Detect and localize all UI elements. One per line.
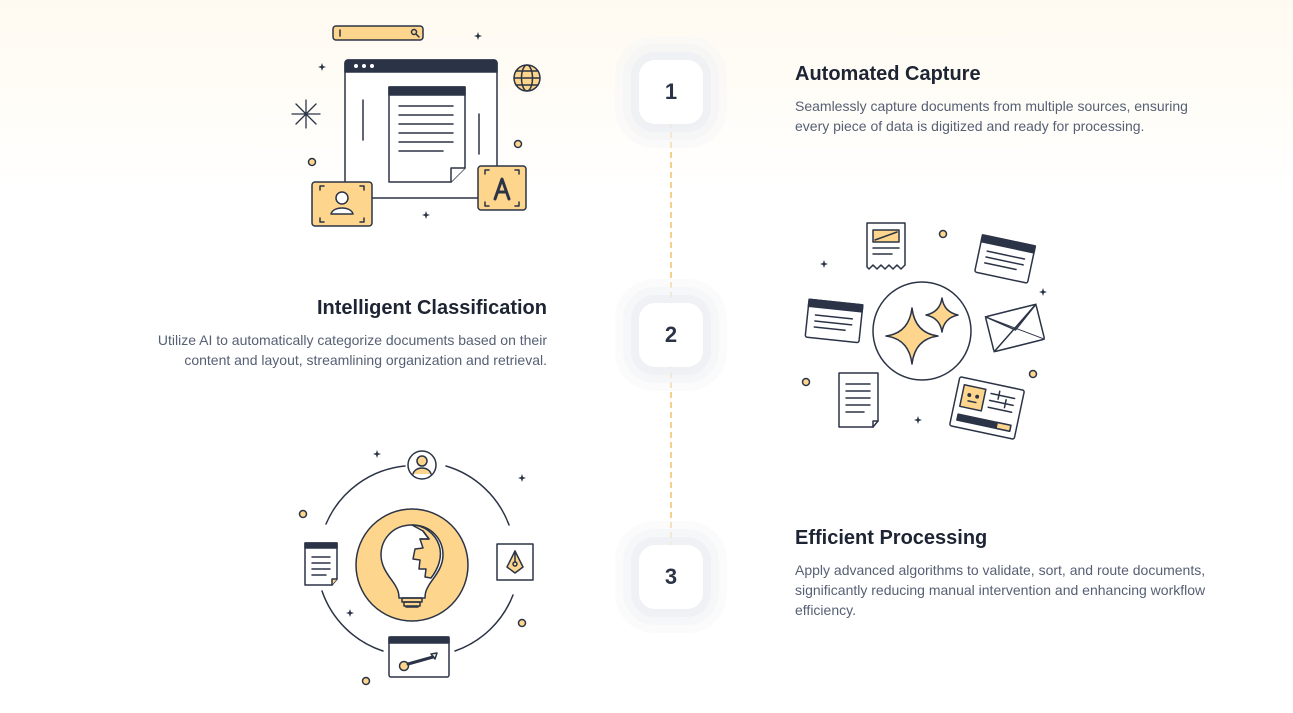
- step-2-title: Intelligent Classification: [316, 297, 547, 319]
- step-1-title: Automated Capture: [795, 63, 981, 85]
- step-2-text: Intelligent Classification Utilize AI to…: [110, 296, 547, 370]
- step-1-description: Seamlessly capture documents from multip…: [795, 98, 1188, 134]
- sparkle-classification-icon: [800, 218, 1050, 453]
- step-number-2: 2: [639, 303, 703, 367]
- step-3-title: Efficient Processing: [795, 527, 988, 549]
- lightbulb-puzzle-icon: [295, 445, 545, 695]
- step-number-1: 1: [639, 60, 703, 124]
- step-2-description: Utilize AI to automatically categorize d…: [157, 332, 547, 368]
- capture-window-icon: [285, 22, 545, 237]
- step-number-3: 3: [639, 545, 703, 609]
- step-3-description: Apply advanced algorithms to validate, s…: [795, 562, 1206, 618]
- step-3-text: Efficient Processing Apply advanced algo…: [795, 526, 1215, 620]
- step-1-text: Automated Capture Seamlessly capture doc…: [795, 62, 1225, 136]
